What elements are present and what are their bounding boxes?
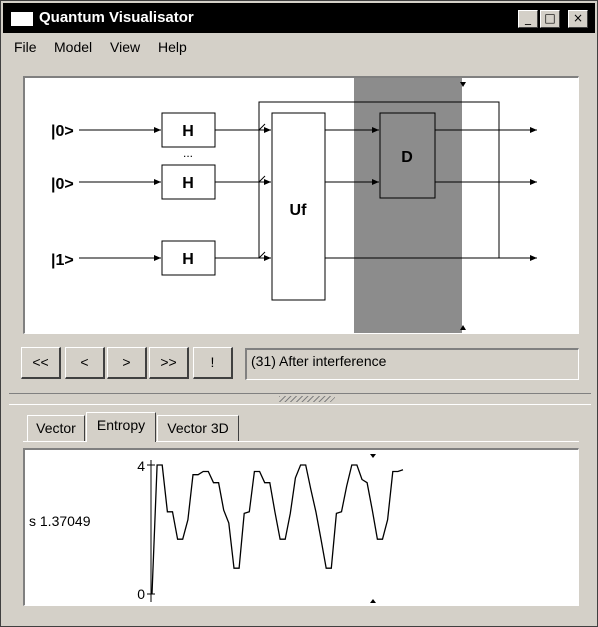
panel-splitter[interactable] <box>9 393 591 405</box>
cursor-marker-bottom <box>370 599 376 603</box>
y-tick-label-bottom: 0 <box>137 586 145 602</box>
diffusion-label: D <box>401 149 413 166</box>
oracle-label: Uf <box>290 202 308 219</box>
gate-label: H <box>182 123 194 140</box>
column-marker-top <box>460 82 466 87</box>
last-step-button[interactable]: >> <box>149 347 189 379</box>
y-tick-label-top: 4 <box>137 458 145 474</box>
tab-entropy[interactable]: Entropy <box>86 412 156 442</box>
run-button[interactable]: ! <box>193 347 233 379</box>
feedback-wire <box>258 101 500 258</box>
entropy-panel: 4 0 s 1.37049 <box>23 448 579 606</box>
prev-step-button[interactable]: < <box>65 347 105 379</box>
column-marker-bottom <box>460 325 466 330</box>
splitter-grip[interactable] <box>279 396 335 402</box>
entropy-readout: s 1.37049 <box>29 513 91 529</box>
input-label-1: |0> <box>51 123 74 140</box>
menu-view[interactable]: View <box>110 39 141 55</box>
step-status-box: (31) After interference <box>245 348 579 380</box>
step-status-text: (31) After interference <box>251 353 387 369</box>
menu-bar: File Model View Help <box>3 35 595 59</box>
tab-vector[interactable]: Vector <box>27 415 85 441</box>
gate-ellipsis: ... <box>183 146 193 160</box>
close-button[interactable]: × <box>568 10 588 28</box>
window-title: Quantum Visualisator <box>39 9 194 26</box>
input-label-3: |1> <box>51 252 74 269</box>
input-label-2: |0> <box>51 176 74 193</box>
entropy-chart: 4 0 s 1.37049 <box>29 454 404 603</box>
wire-tick <box>258 123 266 131</box>
menu-file[interactable]: File <box>14 39 37 55</box>
wire-tick <box>258 175 266 183</box>
first-step-button[interactable]: << <box>21 347 61 379</box>
circuit-panel: |0> |0> |1> H ... H H <box>23 76 579 334</box>
hadamard-gate-1[interactable] <box>161 112 216 148</box>
minimize-button[interactable]: _ <box>518 10 538 28</box>
gate-label: H <box>182 175 194 192</box>
oracle-gate[interactable] <box>271 112 326 301</box>
maximize-button[interactable]: □ <box>540 10 560 28</box>
cursor-marker-top <box>370 454 376 458</box>
menu-model[interactable]: Model <box>54 39 93 55</box>
wire-tick <box>258 251 266 259</box>
title-bar[interactable]: Quantum Visualisator _ □ × <box>3 3 595 33</box>
next-step-button[interactable]: > <box>107 347 147 379</box>
tab-vector-3d[interactable]: Vector 3D <box>157 415 239 441</box>
tab-baseline <box>23 441 579 442</box>
circuit-diagram: |0> |0> |1> H ... H H <box>51 78 537 333</box>
menu-help[interactable]: Help <box>158 39 187 55</box>
diffusion-gate[interactable] <box>379 112 436 199</box>
entropy-series-line <box>151 464 404 595</box>
app-icon <box>11 12 33 26</box>
gate-label: H <box>182 251 194 268</box>
